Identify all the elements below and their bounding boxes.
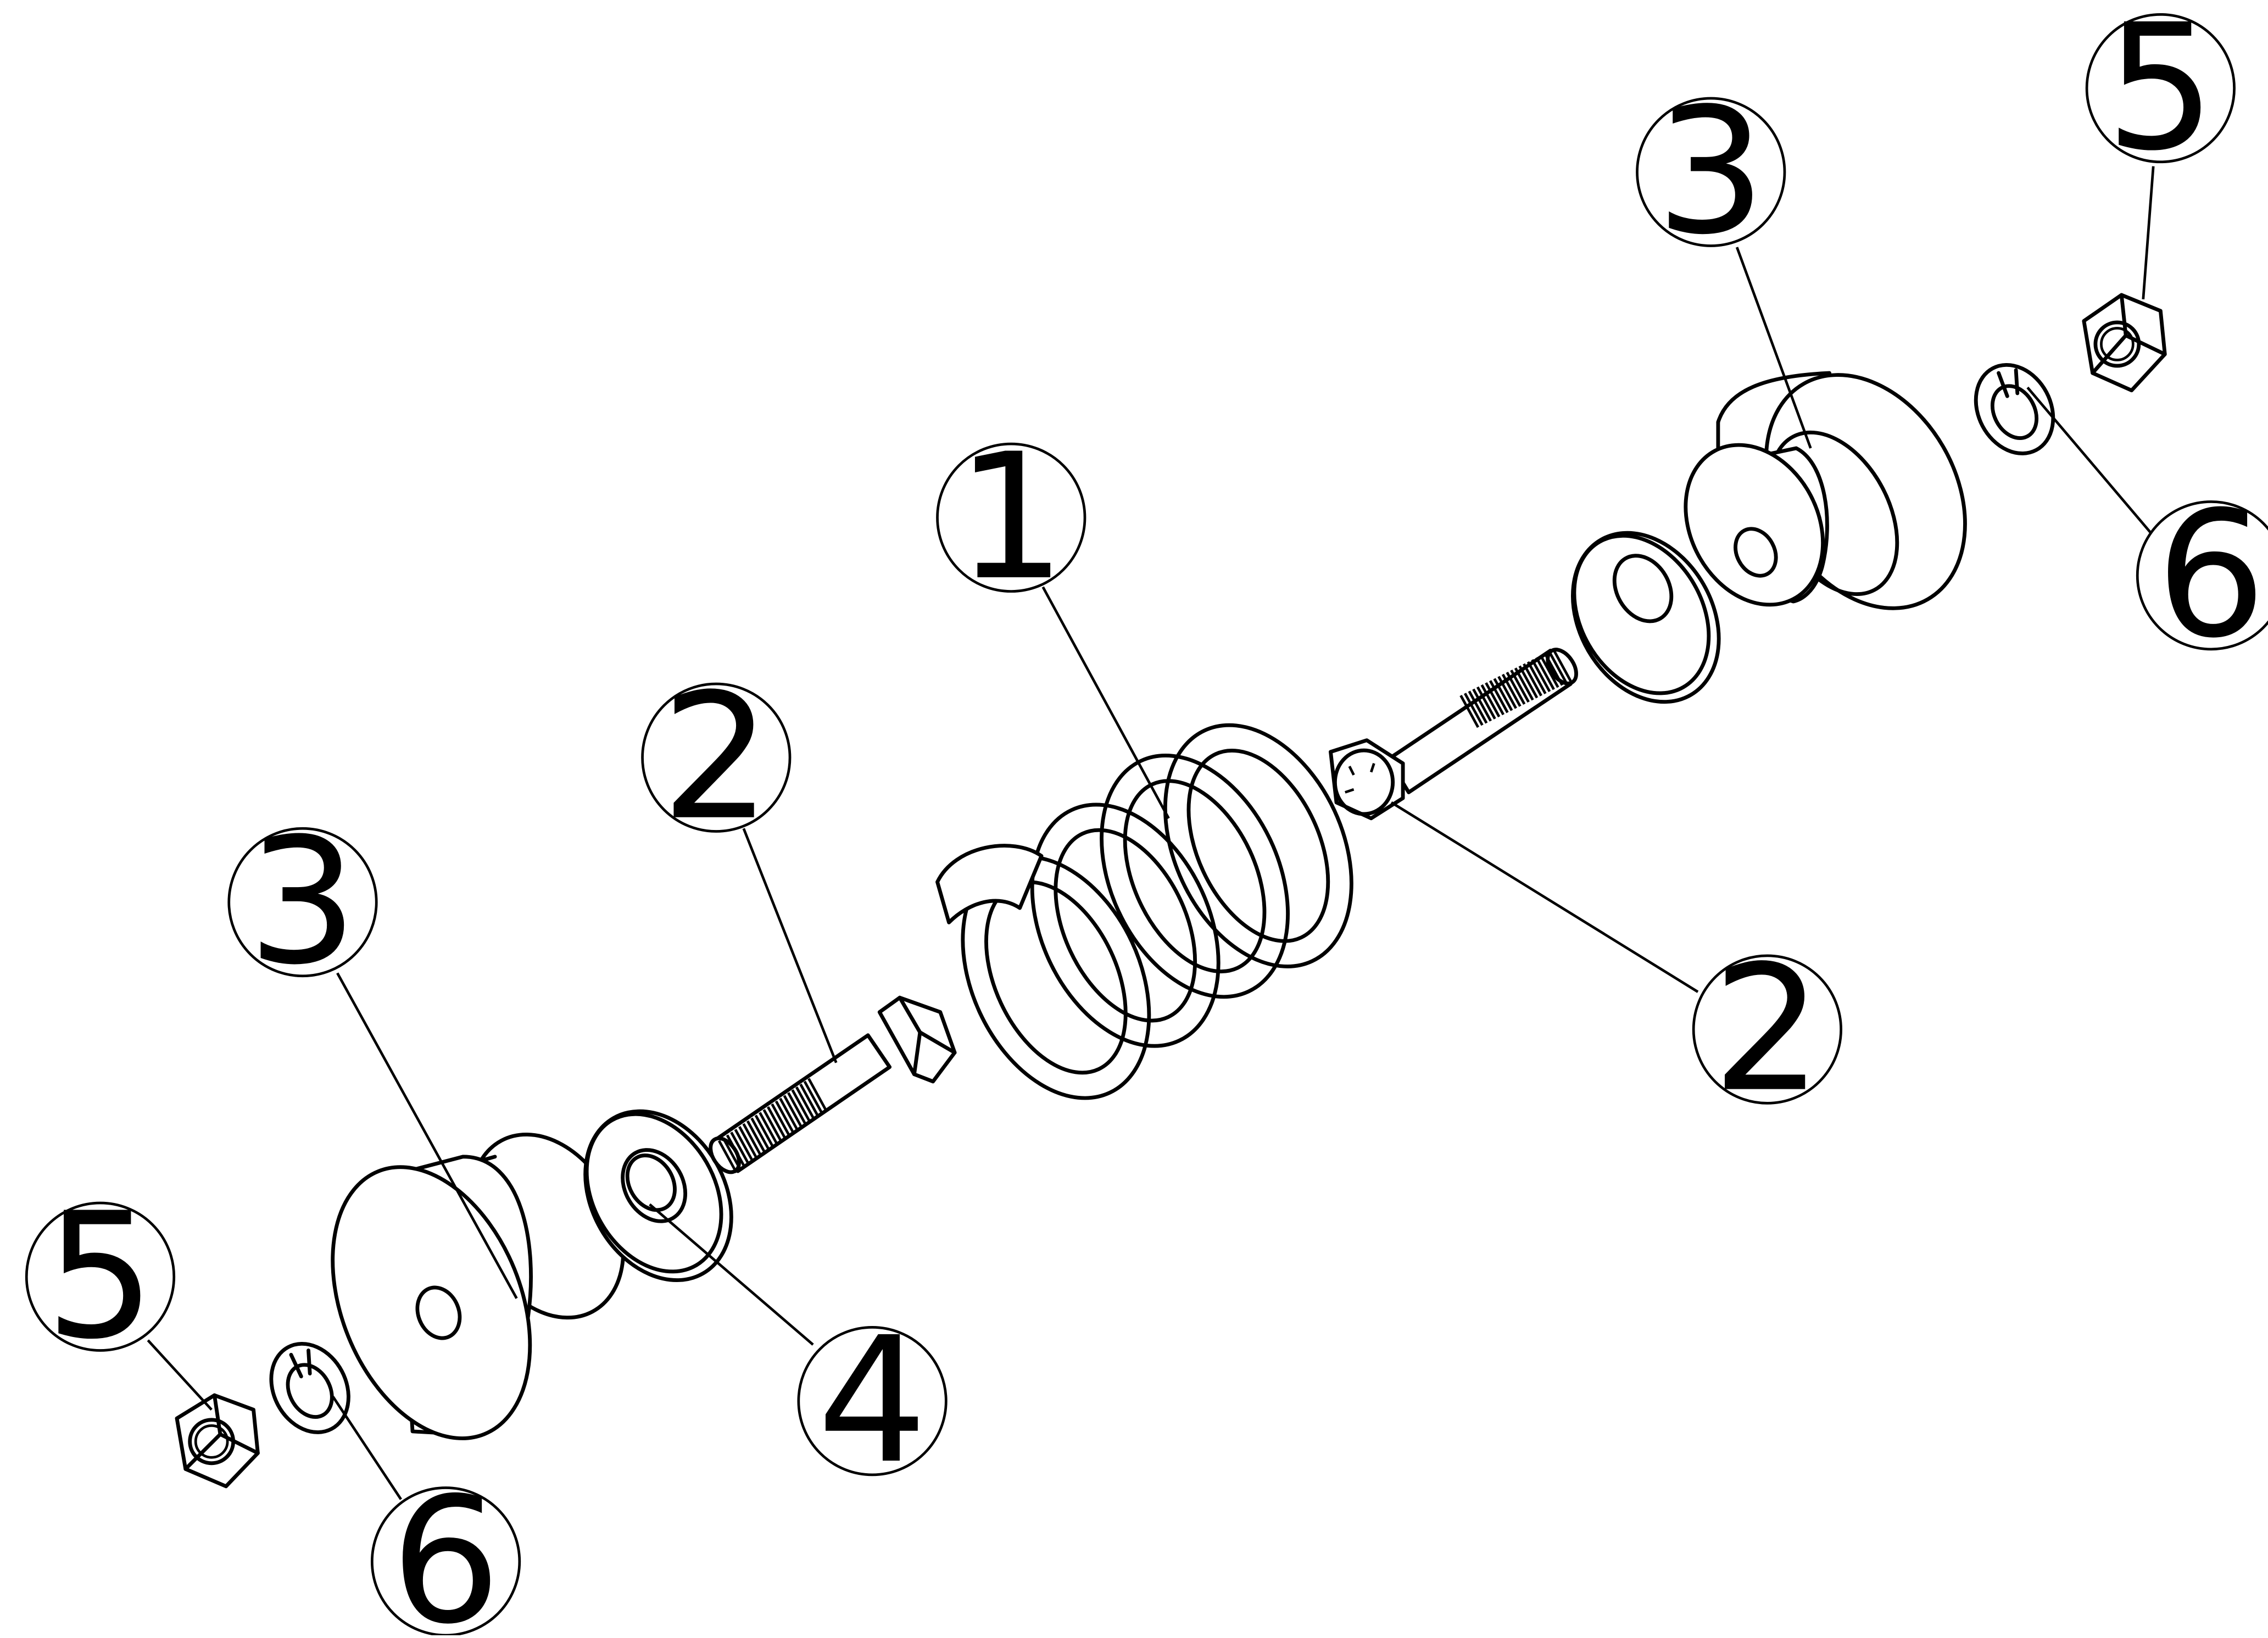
hex-nut-right xyxy=(2082,293,2167,393)
balloon-5-right: 5 xyxy=(2085,0,2236,189)
balloon-2-left-label: 2 xyxy=(661,657,771,859)
balloon-1-label: 1 xyxy=(956,417,1066,619)
flat-washer-right xyxy=(1571,531,1721,704)
balloon-4: 4 xyxy=(797,1300,948,1502)
flat-washer-left xyxy=(583,1109,733,1282)
balloon-2-right-label: 2 xyxy=(1712,929,1823,1130)
balloon-3-right-label: 3 xyxy=(1656,71,1766,273)
leader-6a xyxy=(332,1396,402,1500)
hex-bolt-right xyxy=(1329,648,1578,821)
leader-lines xyxy=(147,166,2166,1500)
hex-nut-left xyxy=(175,1393,260,1489)
balloon-3-left: 3 xyxy=(227,801,378,1003)
balloon-6-left: 6 xyxy=(370,1461,521,1638)
leader-2a xyxy=(742,828,838,1063)
leader-6b xyxy=(2026,386,2166,550)
leader-3a xyxy=(336,972,518,1299)
balloon-1: 1 xyxy=(936,417,1086,619)
lock-washer-left xyxy=(269,1341,350,1434)
balloon-4-label: 4 xyxy=(817,1300,928,1502)
balloon-5-left-label: 5 xyxy=(45,1176,155,1378)
balloon-6-right-label: 6 xyxy=(2156,475,2266,676)
balloon-2-left: 2 xyxy=(641,657,792,859)
balloon-5-left: 5 xyxy=(25,1176,176,1378)
balloon-2-right: 2 xyxy=(1692,929,1843,1130)
coil-spring xyxy=(935,723,1353,1100)
leader-2b xyxy=(1390,801,1699,993)
leader-4 xyxy=(649,1203,814,1346)
rubber-mount-right xyxy=(1684,371,1967,610)
leader-1 xyxy=(1041,586,1170,819)
balloon-5-right-label: 5 xyxy=(2105,0,2216,189)
leader-3b xyxy=(1735,247,1812,449)
balloon-3-left-label: 3 xyxy=(248,801,358,1003)
balloon-3-right: 3 xyxy=(1636,71,1786,273)
lock-washer-right xyxy=(1974,363,2055,455)
balloon-6-right: 6 xyxy=(2136,475,2268,676)
leader-5b xyxy=(2142,166,2155,300)
hex-bolt-left xyxy=(709,995,957,1174)
leader-5a xyxy=(147,1339,213,1411)
balloon-6-left-label: 6 xyxy=(391,1461,501,1635)
